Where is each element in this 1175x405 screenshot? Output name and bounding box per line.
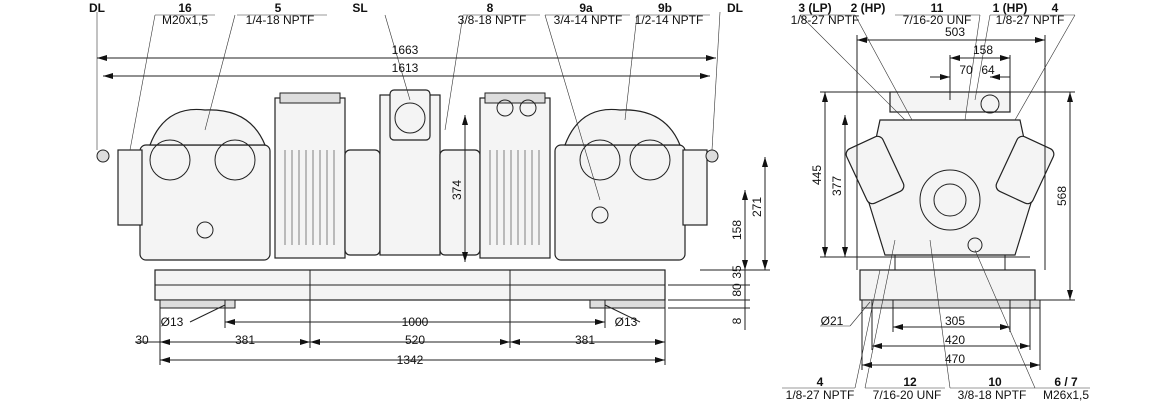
foot-right [589, 299, 666, 309]
callout-8-spec: 3/8-18 NPTF [458, 13, 527, 27]
dim-1342: 1342 [397, 353, 424, 367]
callout-6-7-spec: M26x1,5 [1043, 388, 1089, 402]
dim-64: 64 [981, 63, 995, 77]
callout-2-hp: 2 (HP) [851, 1, 886, 15]
dim-377: 377 [830, 176, 844, 196]
callout-9a-spec: 3/4-14 NPTF [554, 13, 623, 27]
dim-30: 30 [135, 333, 149, 347]
callout-dl-left: DL [89, 1, 105, 15]
dim-305: 305 [945, 314, 965, 328]
dim-381-left: 381 [235, 333, 255, 347]
callout-11-spec: 7/16-20 UNF [903, 13, 972, 27]
callout-9b: 9b [658, 1, 672, 15]
callout-5: 5 [275, 1, 282, 15]
callout-1-hp-spec: 1/8-27 NPTF [996, 13, 1065, 27]
callout-4-top: 4 [1052, 1, 1059, 15]
callout-11: 11 [931, 1, 944, 15]
dim-hole-right: Ø13 [615, 315, 638, 329]
side-leaders [782, 14, 1090, 389]
dim-420: 420 [945, 333, 965, 347]
callout-10-spec: 3/8-18 NPTF [958, 388, 1027, 402]
motor-left [274, 97, 346, 259]
dim-hole-left: Ø13 [161, 315, 184, 329]
dl-valve-left [96, 149, 110, 163]
front-leaders [96, 11, 721, 201]
callout-sl: SL [352, 1, 367, 15]
dim-1000: 1000 [402, 315, 429, 329]
front-dimension-lines [97, 55, 770, 365]
dim-hole-21: Ø21 [821, 314, 844, 328]
left-cylinder-heads [149, 108, 266, 146]
cooling-fins-left [284, 150, 335, 245]
dim-568: 568 [1055, 186, 1069, 206]
callout-12: 12 [903, 375, 917, 389]
left-end-cover [117, 149, 143, 226]
flange-front [919, 169, 981, 231]
dim-8: 8 [730, 317, 744, 324]
callout-16: 16 [178, 1, 192, 15]
cooling-fins-right [489, 150, 540, 245]
motor-right [479, 97, 551, 259]
dim-1613: 1613 [392, 61, 419, 75]
callout-8: 8 [487, 1, 494, 15]
side-view: 3 (LP) 1/8-27 NPTF 2 (HP) 11 7/16-20 UNF… [782, 1, 1090, 402]
dim-158-side: 158 [973, 43, 993, 57]
dim-445: 445 [810, 165, 824, 185]
side-dimension-lines [820, 35, 1075, 370]
dim-520: 520 [405, 333, 425, 347]
callout-4-bottom: 4 [817, 375, 824, 389]
dim-70: 70 [959, 63, 973, 77]
dl-valve-right [705, 149, 719, 163]
callout-6-7: 6 / 7 [1054, 375, 1078, 389]
foot-left [159, 299, 236, 309]
callout-4-bottom-spec: 1/8-27 NPTF [786, 388, 855, 402]
front-view: DL 16 M20x1,5 5 1/4-18 NPTF SL 8 3/8-18 … [89, 1, 770, 367]
dim-503: 503 [945, 25, 965, 39]
callout-1-hp: 1 (HP) [993, 1, 1028, 15]
dim-1663: 1663 [392, 43, 419, 57]
callout-5-spec: 1/4-18 NPTF [246, 13, 315, 27]
callout-dl-right: DL [727, 1, 743, 15]
dim-381-right: 381 [575, 333, 595, 347]
right-end-cover [682, 149, 708, 226]
dim-374: 374 [450, 180, 464, 200]
dim-80: 80 [730, 283, 744, 297]
dim-271: 271 [750, 197, 764, 217]
callout-10: 10 [988, 375, 1002, 389]
left-compressor-body [139, 144, 271, 261]
callout-3-lp: 3 (LP) [798, 1, 831, 15]
callout-3-lp-spec: 1/8-27 NPTF [791, 13, 860, 27]
dim-35: 35 [730, 265, 744, 279]
side-base [859, 269, 1036, 301]
dim-158: 158 [730, 220, 744, 240]
callout-9a: 9a [579, 1, 593, 15]
suction-port-SL [394, 102, 426, 134]
callout-12-spec: 7/16-20 UNF [873, 388, 942, 402]
right-cylinder-heads [564, 108, 681, 146]
callout-9b-spec: 1/2-14 NPTF [635, 13, 704, 27]
dim-470: 470 [945, 352, 965, 366]
callout-16-spec: M20x1,5 [162, 13, 208, 27]
